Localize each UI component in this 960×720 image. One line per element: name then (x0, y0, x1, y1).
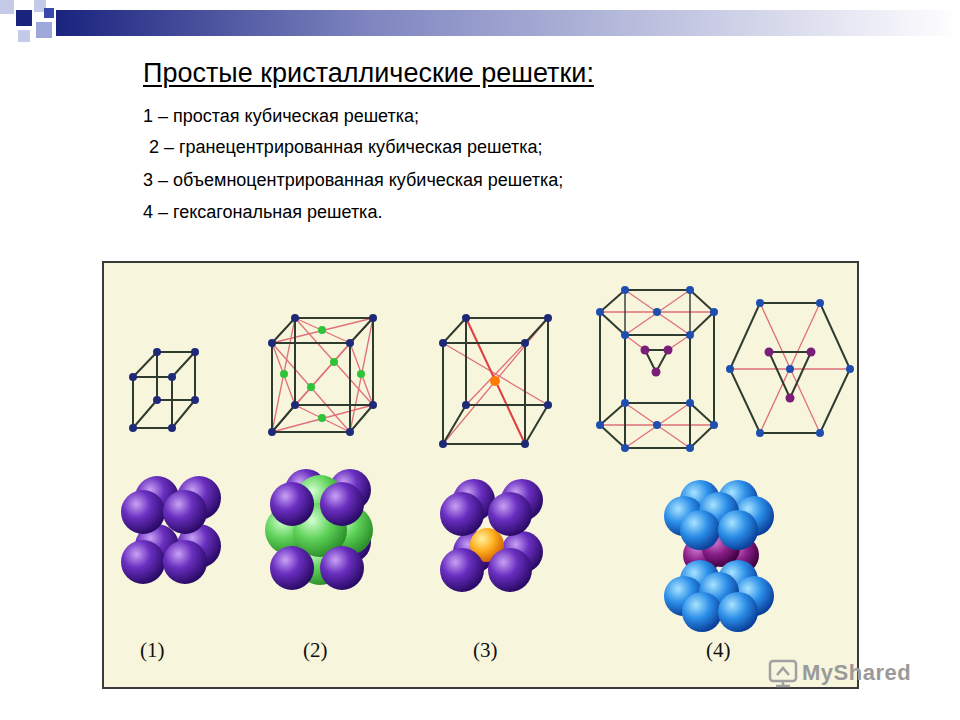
lattice-atoms (268, 314, 377, 436)
bcc-wireframe (443, 318, 548, 444)
inner-atoms (765, 348, 816, 403)
hexagonal-wireframe (600, 290, 714, 448)
lattice-atoms (129, 348, 199, 432)
atom-sphere (440, 492, 484, 536)
watermark: MyShared (802, 660, 911, 686)
figure-number: (4) (706, 638, 731, 663)
figure-number: (1) (140, 638, 165, 663)
header-decoration (0, 0, 960, 42)
hexagonal-top-view (730, 303, 850, 433)
legend-line: 3 – объемноцентрированная кубическая реш… (143, 170, 563, 191)
sphere-models (121, 469, 774, 632)
atom-sphere (270, 546, 314, 590)
atom-sphere (488, 492, 532, 536)
atom-sphere (680, 510, 720, 550)
inner-atoms (641, 346, 673, 377)
lattice-atoms (439, 314, 552, 448)
atom-sphere (682, 592, 722, 632)
body-center-atom (490, 376, 500, 386)
atom-sphere (718, 510, 758, 550)
atom-sphere (320, 482, 364, 526)
figure-number: (3) (473, 638, 498, 663)
legend-line: 1 – простая кубическая решетка; (143, 106, 419, 127)
atom-sphere (320, 546, 364, 590)
slide-title: Простые кристаллические решетки: (143, 58, 594, 89)
legend-line: 2 – гранецентрированная кубическая решет… (149, 137, 542, 158)
figure-number: (2) (303, 638, 328, 663)
face-atoms (280, 326, 365, 422)
atom-sphere (718, 592, 758, 632)
atom-sphere (440, 548, 484, 592)
atom-sphere (163, 540, 207, 584)
figure-frame (103, 262, 858, 688)
fcc-wireframe (272, 318, 373, 432)
lattice-atoms (726, 299, 854, 437)
atom-sphere (270, 482, 314, 526)
atom-sphere (488, 548, 532, 592)
atom-sphere (121, 540, 165, 584)
atom-sphere (163, 490, 207, 534)
atom-sphere (121, 490, 165, 534)
lattice-atoms (596, 286, 718, 452)
legend-line: 4 – гексагональная решетка. (143, 202, 382, 223)
watermark-icon (770, 661, 796, 686)
simple-cubic-wireframe (133, 352, 195, 428)
